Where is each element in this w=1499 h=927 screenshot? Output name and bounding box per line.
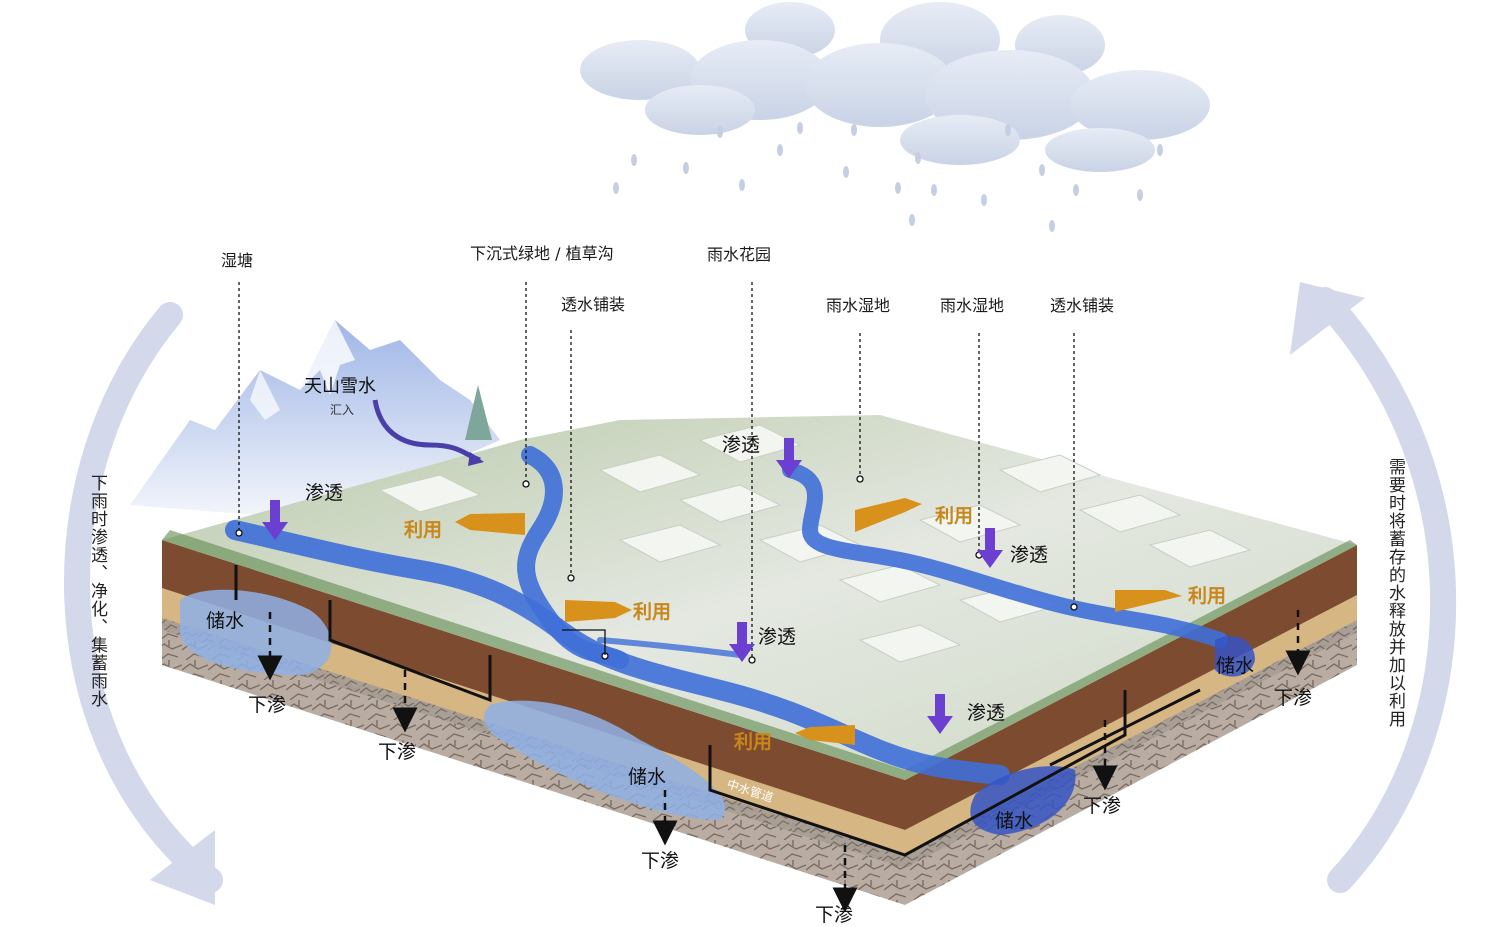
label-use-4: 利用: [1188, 585, 1227, 607]
label-infiltrate-1: 渗透: [305, 482, 344, 504]
label-store-3: 储水: [995, 810, 1034, 832]
use-arrows: [455, 498, 1182, 745]
leader-bracket: [562, 629, 606, 655]
label-store-4: 储水: [1216, 655, 1255, 677]
label-infiltrate-4: 渗透: [758, 626, 797, 648]
label-seep-1: 下渗: [248, 694, 287, 716]
label-rain-garden: 雨水花园: [707, 245, 772, 264]
label-snowmelt: 天山雪水: [304, 376, 376, 397]
label-use-1: 利用: [404, 519, 443, 541]
label-use-3: 利用: [935, 505, 974, 527]
cycle-text-left: 下雨时渗透、净化、集蓄雨水: [87, 474, 107, 708]
label-store-2: 储水: [628, 766, 667, 788]
leader-dots: [235, 475, 1078, 664]
seep-arrows: [257, 610, 1311, 913]
label-permeable-pavement-2: 透水铺装: [1050, 296, 1115, 315]
reclaimed-water-pipe: [234, 565, 1201, 857]
label-infiltrate-2: 渗透: [722, 434, 761, 456]
label-rain-wetland-1: 雨水湿地: [826, 296, 891, 315]
infiltrate-arrows: [262, 438, 1003, 734]
label-seep-6: 下渗: [1274, 687, 1313, 709]
cycle-text-right: 需要时将蓄存的水释放并加以利用: [1385, 458, 1405, 728]
label-use-5: 利用: [734, 731, 773, 753]
ground-block: [162, 415, 1357, 905]
cycle-arrow-left: [64, 302, 223, 905]
leader-lines: [238, 282, 1075, 660]
label-store-1: 储水: [206, 610, 245, 632]
tianshan-mountain: [130, 320, 500, 520]
label-seep-5: 下渗: [1083, 795, 1122, 817]
label-rain-wetland-2: 雨水湿地: [940, 296, 1005, 315]
label-seep-3: 下渗: [641, 850, 680, 872]
label-infiltrate-5: 渗透: [967, 702, 1006, 724]
label-seep-2: 下渗: [378, 741, 417, 763]
label-sunken-green: 下沉式绿地 / 植草沟: [470, 244, 614, 263]
label-use-2: 利用: [633, 601, 672, 623]
city-blocks: [378, 424, 1252, 663]
label-permeable-pavement-1: 透水铺装: [561, 295, 626, 314]
raindrops: [613, 122, 1163, 232]
label-seep-4: 下渗: [815, 904, 854, 926]
label-wet-pond: 湿塘: [221, 251, 254, 270]
rain-clouds: [580, 2, 1210, 172]
river-system: [225, 446, 1228, 785]
snowmelt-inflow-arrow: [372, 399, 484, 466]
cycle-arrow-right: [1290, 282, 1457, 893]
label-infiltrate-3: 渗透: [1010, 544, 1049, 566]
pine-tree: [465, 385, 492, 440]
label-inflow: 汇入: [330, 403, 355, 417]
